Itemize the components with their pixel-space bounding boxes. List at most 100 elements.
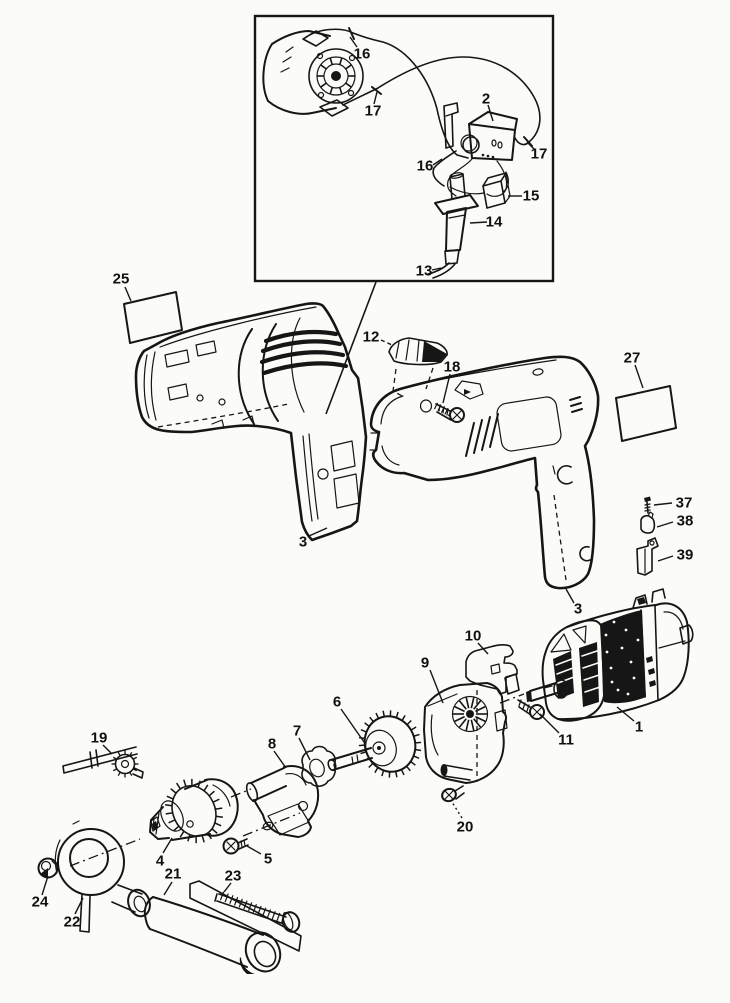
fan-spoke (454, 715, 465, 723)
fan-spoke (458, 718, 467, 728)
tooth-tick (369, 716, 375, 723)
part-number-label: 21 (165, 866, 182, 883)
fan-spoke (465, 719, 470, 731)
tooth-tick (183, 779, 187, 787)
tooth-tick (400, 769, 405, 776)
speckle-dot (632, 676, 636, 680)
tooth-tick (215, 815, 223, 818)
thread-tick (238, 898, 243, 908)
callout-leader-line (431, 267, 442, 271)
callout-leader-line (442, 373, 451, 404)
teeth-detail (165, 778, 223, 844)
thread-tick (271, 911, 276, 920)
part-callout-39-16: 39 (657, 547, 693, 564)
speckle-dot (620, 646, 624, 650)
fan-spokes-detail (317, 57, 355, 95)
thread-tick (229, 895, 234, 904)
part-callout-1-19: 1 (616, 706, 643, 736)
speckle-dot (629, 660, 633, 664)
part-callout-21-30: 21 (163, 866, 182, 896)
brush-part38-drawing (640, 511, 656, 534)
part-callout-9-18: 9 (421, 655, 444, 704)
part-callout-10-17: 10 (465, 628, 489, 655)
speckle-dot (612, 620, 616, 624)
thread-tick (440, 406, 446, 413)
tooth-tick (363, 757, 370, 762)
part-number-label: 38 (677, 513, 694, 530)
part-number-label: 7 (293, 723, 301, 740)
tooth-tick (211, 828, 218, 834)
part-callout-4-26: 4 (156, 837, 173, 870)
callout-leader-line (246, 845, 262, 855)
callout-leader-line (429, 669, 444, 704)
part-callout-8-23: 8 (268, 736, 287, 769)
part-callout-19-27: 19 (91, 730, 113, 755)
part-number-label: 14 (486, 214, 503, 231)
part-callout-3-13: 3 (565, 588, 582, 618)
part-callout-2-2: 2 (482, 91, 494, 122)
brush-holder-part39-drawing (636, 537, 659, 576)
part-number-label: 19 (91, 730, 108, 747)
thread-detail (219, 891, 286, 924)
callout-leader-line (657, 555, 674, 562)
part-number-label: 24 (32, 894, 49, 911)
part-callout-17-1: 17 (365, 91, 381, 120)
part-number-label: 12 (363, 329, 380, 346)
fan-spoke (454, 705, 465, 713)
thread-tick (433, 402, 439, 410)
part-callout-24-28: 24 (32, 875, 49, 911)
tooth-tick (112, 756, 118, 760)
callout-leader-line (477, 642, 489, 655)
tooth-tick (197, 780, 201, 788)
fan-spoke (338, 57, 343, 65)
part-callout-5-25: 5 (246, 845, 272, 868)
tooth-tick (203, 784, 209, 792)
callout-leader-line (273, 750, 287, 769)
fan-spoke (470, 697, 475, 709)
tooth-tick (166, 795, 174, 800)
part-number-label: 4 (156, 853, 165, 870)
left-housing-half-drawing (134, 302, 368, 542)
nut-part24-drawing (37, 857, 59, 879)
fan-spoke (329, 57, 334, 65)
tooth-tick (112, 768, 118, 772)
inset-switch-drawing (443, 102, 518, 161)
callout-leader-line (298, 737, 311, 761)
tooth-tick (374, 767, 379, 773)
part-number-label: 25 (113, 271, 130, 288)
spindle-holder-part8-drawing (245, 765, 320, 838)
tooth-tick (410, 726, 417, 731)
callout-leader-line (487, 104, 494, 122)
tooth-tick (410, 760, 416, 766)
part-number-label: 10 (465, 628, 482, 645)
callout-leader-line (124, 286, 132, 302)
speckle-dot (624, 628, 628, 632)
part-number-label: 9 (421, 655, 429, 672)
tooth-tick (405, 765, 411, 772)
tooth-tick (395, 711, 399, 718)
part-callout-37-14: 37 (653, 495, 693, 512)
callout-leader-line (539, 713, 560, 734)
callout-leader-line (565, 588, 575, 604)
tooth-tick (360, 751, 367, 755)
part-number-label: 5 (264, 851, 272, 868)
part-callout-38-15: 38 (656, 513, 694, 530)
tooth-tick (168, 819, 176, 824)
fan-spoke (320, 64, 327, 70)
handle-strip-drawing (189, 880, 302, 952)
part-callout-16-0: 16 (349, 36, 370, 63)
callout-leader-line (526, 141, 535, 150)
thread-tick (447, 409, 453, 417)
part-callout-22-29: 22 (64, 897, 84, 931)
tooth-tick (414, 748, 422, 752)
brush-screw-part37-drawing (644, 496, 651, 514)
inset-pointer-line (325, 281, 377, 415)
tooth-tick (129, 751, 133, 757)
tooth-tick (132, 756, 138, 760)
part-callout-3-12: 3 (299, 527, 328, 551)
thread-tick (219, 891, 225, 901)
part-number-label: 37 (676, 495, 693, 512)
washer-part7-drawing (301, 745, 336, 787)
thread-tick (266, 909, 272, 919)
tooth-tick (413, 755, 420, 759)
